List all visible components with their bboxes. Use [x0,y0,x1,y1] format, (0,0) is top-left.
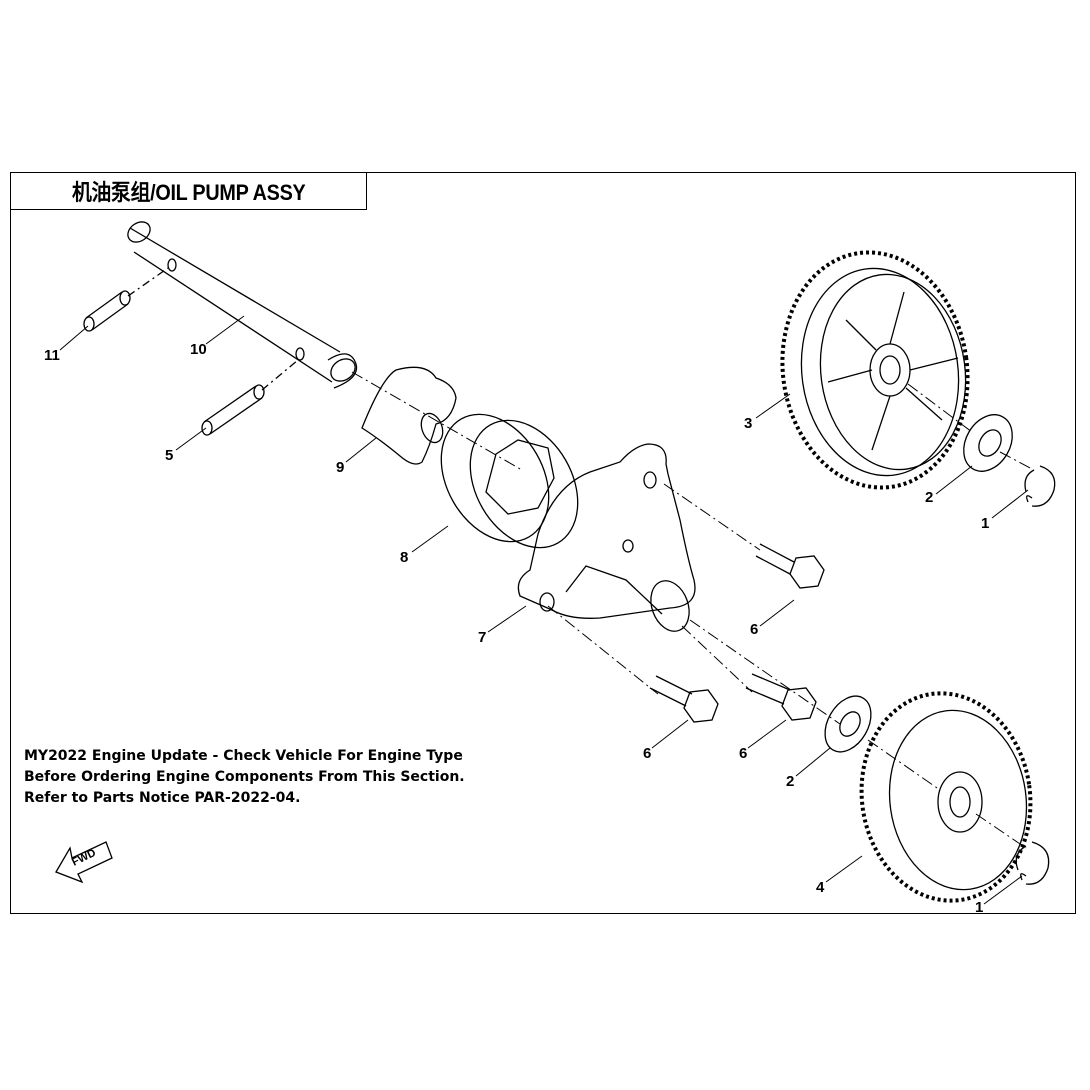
bolt-part-6-lower-left [649,675,719,723]
pin-part-11 [83,267,169,332]
pump-housing-part-7 [517,443,696,632]
clip-part-1-upper [1024,465,1056,507]
callout-6-lower-right: 6 [739,745,747,762]
washer-part-2-lower [824,695,872,753]
inner-rotor-part-9 [361,366,457,465]
bolt-part-6-lower-right [745,673,817,721]
title-box: 机油泵组/OIL PUMP ASSY [10,172,367,210]
callout-8: 8 [400,549,408,566]
washer-part-2-upper [963,414,1013,472]
callout-4: 4 [816,879,825,896]
notice-line: Refer to Parts Notice PAR-2022-04. [24,790,301,806]
callout-9: 9 [336,459,344,476]
page-title: 机油泵组/OIL PUMP ASSY [71,180,306,205]
callout-11: 11 [44,347,60,364]
outer-rotor-part-8 [440,413,579,549]
gear-part-4 [859,691,1033,903]
pin-part-5 [201,359,299,436]
notice-line: MY2022 Engine Update - Check Vehicle For… [24,748,463,764]
callout-1-upper: 1 [981,515,989,532]
callout-6-upper: 6 [750,621,758,638]
callout-5: 5 [165,447,173,464]
assembly-center-lines [351,371,1035,849]
callout-6-lower-left: 6 [643,745,651,762]
fwd-arrow-icon [55,841,113,884]
callout-1-lower: 1 [975,899,983,916]
fwd-label: FWD [70,847,98,869]
callout-2-upper: 2 [925,489,933,506]
callout-10: 10 [190,341,207,358]
notice-line: Before Ordering Engine Components From T… [24,769,465,785]
engine-update-notice: MY2022 Engine Update - Check Vehicle For… [24,746,465,809]
callout-2-lower: 2 [786,773,794,790]
shaft-part-10 [127,221,358,389]
bolt-part-6-upper [755,543,825,589]
gear-part-3 [780,250,970,490]
diagram-frame [10,172,1076,914]
callout-3: 3 [744,415,752,432]
clip-part-1-lower [1015,841,1050,885]
callout-leader-lines [59,315,1029,905]
callout-7: 7 [478,629,486,646]
